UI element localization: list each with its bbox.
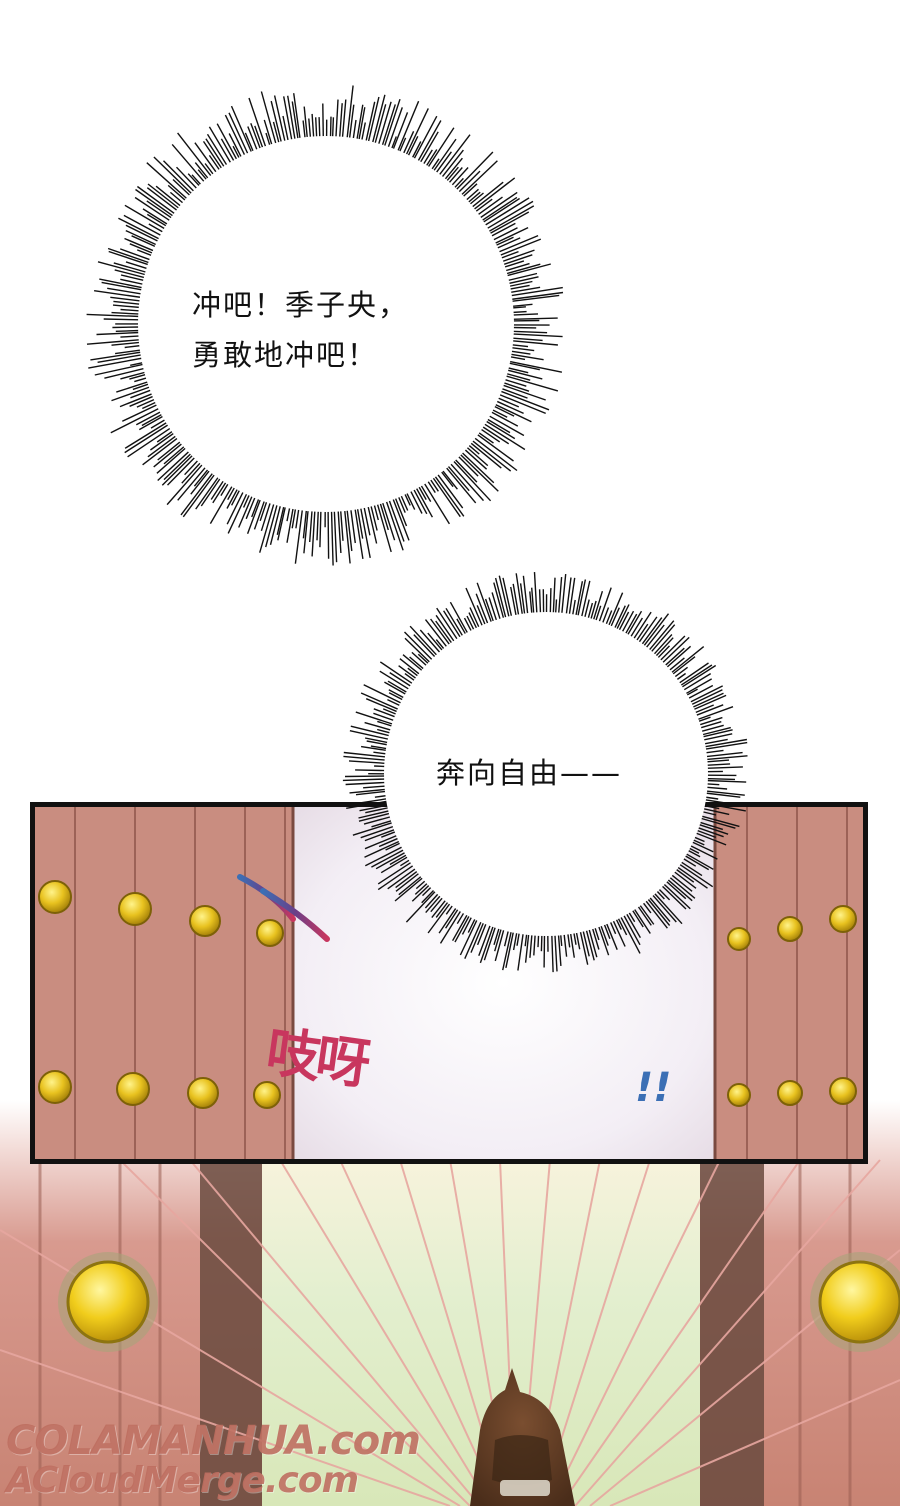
bubble-one-line-1: 冲吧！季子央，	[192, 288, 410, 322]
bubble-one-text: 冲吧！季子央， 勇敢地冲吧！	[192, 280, 409, 380]
character-head	[470, 1368, 575, 1506]
bubble-one-line-2: 勇敢地冲吧！	[192, 338, 379, 372]
sfx-creak: 吱呀	[262, 1007, 393, 1117]
watermark-line-2: ACloudMerge.com	[6, 1460, 359, 1501]
bubble-two-text: 奔向自由——	[436, 756, 623, 790]
watermark-line-1: COLAMANHUA.com	[6, 1418, 421, 1464]
door-stud-left-large	[58, 1252, 158, 1352]
bottom-scene-art	[0, 1100, 900, 1506]
burst-bubble-icon-2	[342, 572, 748, 973]
sfx-marks: !!	[635, 1065, 672, 1111]
bottom-scene	[0, 1100, 900, 1506]
speech-bubble-two: 奔向自由——	[330, 570, 762, 978]
sfx-creak-text: 吱呀	[262, 1019, 371, 1097]
motion-lines-icon	[237, 874, 330, 942]
door-studs	[38, 880, 857, 1109]
burst-bubble-icon	[86, 85, 564, 566]
door-stud-right-large	[810, 1252, 900, 1352]
speech-bubble-one: 冲吧！季子央， 勇敢地冲吧！	[78, 82, 574, 566]
